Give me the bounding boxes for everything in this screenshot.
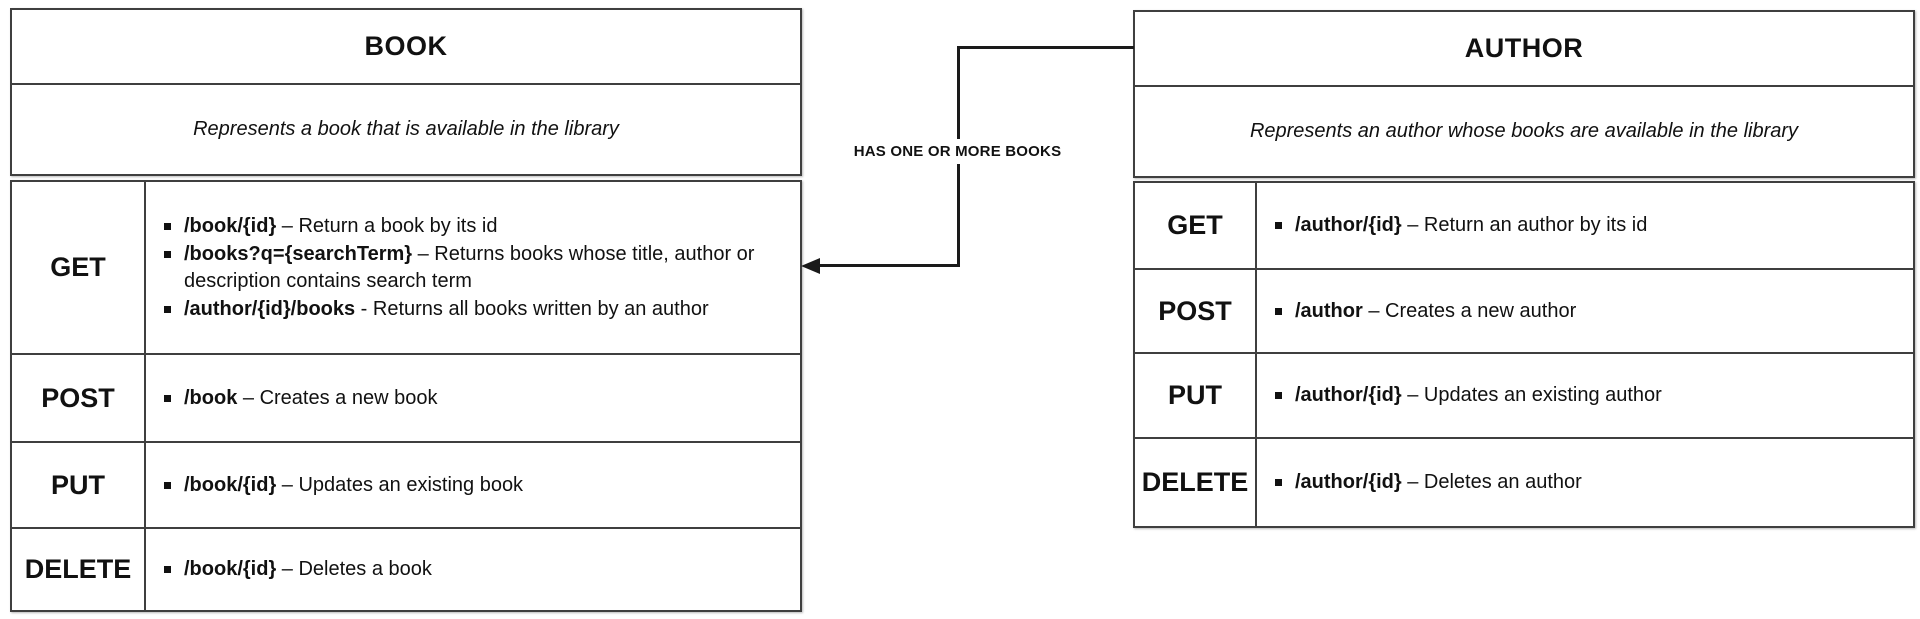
endpoint-item: /book/{id} – Updates an existing book [160,472,788,498]
bullet-square-icon [164,566,171,574]
endpoint-desc: – Updates an existing author [1401,384,1662,407]
endpoint-item: /author/{id} – Return an author by its i… [1271,212,1901,238]
author-delete-verb: DELETE [1135,437,1257,526]
endpoint-desc: – Creates a new book [237,386,438,409]
book-description: Represents a book that is available in t… [193,118,619,140]
author-get-verb: GET [1135,183,1257,268]
book-get-endpoints: /book/{id} – Return a book by its id /bo… [146,182,800,353]
method-verb-label: DELETE [24,554,132,584]
author-methods-grid: GET /author/{id} – Return an author by i… [1135,183,1913,526]
endpoint-path: /book [184,386,238,409]
endpoint-path: /books?q={searchTerm} [184,243,413,266]
method-verb-label: PUT [1168,380,1222,410]
bullet-square-icon [1275,479,1282,487]
endpoint-text: /book/{id} – Deletes a book [184,556,432,582]
author-title: AUTHOR [1135,12,1913,87]
endpoint-desc: – Updates an existing book [276,473,524,496]
endpoint-path: /author/{id} [1295,214,1402,237]
bullet-square-icon [1275,222,1282,230]
book-put-verb: PUT [12,441,146,527]
book-delete-endpoints: /book/{id} – Deletes a book [146,527,800,610]
endpoint-item: /author/{id} – Deletes an author [1271,469,1901,495]
endpoint-item: /author/{id} – Updates an existing autho… [1271,382,1901,408]
book-delete-verb: DELETE [12,527,146,610]
endpoint-path: /author/{id}/books [184,297,356,320]
endpoint-text: /books?q={searchTerm} – Returns books wh… [184,241,788,294]
author-post-endpoints: /author – Creates a new author [1257,268,1913,352]
author-post-verb: POST [1135,268,1257,352]
endpoint-path: /author/{id} [1295,471,1402,494]
arrowhead-icon [801,258,820,274]
bullet-square-icon [164,394,171,402]
author-methods-table: GET /author/{id} – Return an author by i… [1133,181,1915,528]
method-verb-label: DELETE [1141,467,1249,497]
endpoint-path: /author/{id} [1295,384,1402,407]
endpoint-item: /book – Creates a new book [160,385,788,411]
relationship-label: HAS ONE OR MORE BOOKS [832,139,1083,164]
endpoint-desc: – Return an author by its id [1401,214,1648,237]
bullet-square-icon [164,481,171,489]
book-put-endpoints: /book/{id} – Updates an existing book [146,441,800,527]
endpoint-text: /author/{id} – Deletes an author [1295,469,1582,495]
book-methods-table: GET /book/{id} – Return a book by its id… [10,180,802,612]
connector-top-segment [957,46,1134,49]
connector-bottom-segment [818,264,960,267]
bullet-square-icon [1275,392,1282,400]
book-get-verb: GET [12,182,146,353]
endpoint-desc: – Deletes an author [1401,471,1582,494]
author-delete-endpoints: /author/{id} – Deletes an author [1257,437,1913,526]
endpoint-path: /author [1295,299,1363,322]
endpoint-desc: – Deletes a book [276,558,432,581]
endpoint-desc: – Return a book by its id [276,214,498,237]
method-verb-label: GET [50,252,106,282]
bullet-square-icon [1275,307,1282,315]
author-put-verb: PUT [1135,352,1257,437]
endpoint-text: /book/{id} – Updates an existing book [184,472,523,498]
endpoint-item: /author – Creates a new author [1271,298,1901,324]
author-get-endpoints: /author/{id} – Return an author by its i… [1257,183,1913,268]
endpoint-text: /book – Creates a new book [184,385,437,411]
book-post-endpoints: /book – Creates a new book [146,353,800,441]
bullet-square-icon [164,222,171,230]
endpoint-path: /book/{id} [184,558,277,581]
endpoint-desc: - Returns all books written by an author [355,297,709,320]
book-post-verb: POST [12,353,146,441]
endpoint-path: /book/{id} [184,214,277,237]
endpoint-item: /book/{id} – Return a book by its id [160,213,788,239]
bullet-square-icon [164,251,171,259]
endpoint-item: /books?q={searchTerm} – Returns books wh… [160,241,788,294]
method-verb-label: POST [1158,295,1232,326]
method-verb-label: GET [1167,210,1223,240]
book-head-card: BOOK Represents a book that is available… [10,8,802,176]
book-methods-grid: GET /book/{id} – Return a book by its id… [12,182,800,610]
book-title: BOOK [12,10,800,85]
endpoint-text: /author/{id}/books - Returns all books w… [184,296,709,322]
endpoint-desc: – Creates a new author [1362,299,1577,322]
endpoint-text: /book/{id} – Return a book by its id [184,213,497,239]
endpoint-desc: – Returns books whose title, author or d… [184,243,755,292]
endpoint-path: /book/{id} [184,473,277,496]
endpoint-item: /author/{id}/books - Returns all books w… [160,296,788,322]
author-description: Represents an author whose books are ava… [1249,120,1799,142]
method-verb-label: POST [41,382,115,413]
bullet-square-icon [164,305,171,313]
endpoint-text: /author/{id} – Updates an existing autho… [1295,382,1662,408]
method-verb-label: PUT [51,469,105,500]
endpoint-item: /book/{id} – Deletes a book [160,556,788,582]
author-head-card: AUTHOR Represents an author whose books … [1133,10,1915,178]
author-put-endpoints: /author/{id} – Updates an existing autho… [1257,352,1913,437]
endpoint-text: /author – Creates a new author [1295,298,1576,324]
endpoint-text: /author/{id} – Return an author by its i… [1295,212,1647,238]
